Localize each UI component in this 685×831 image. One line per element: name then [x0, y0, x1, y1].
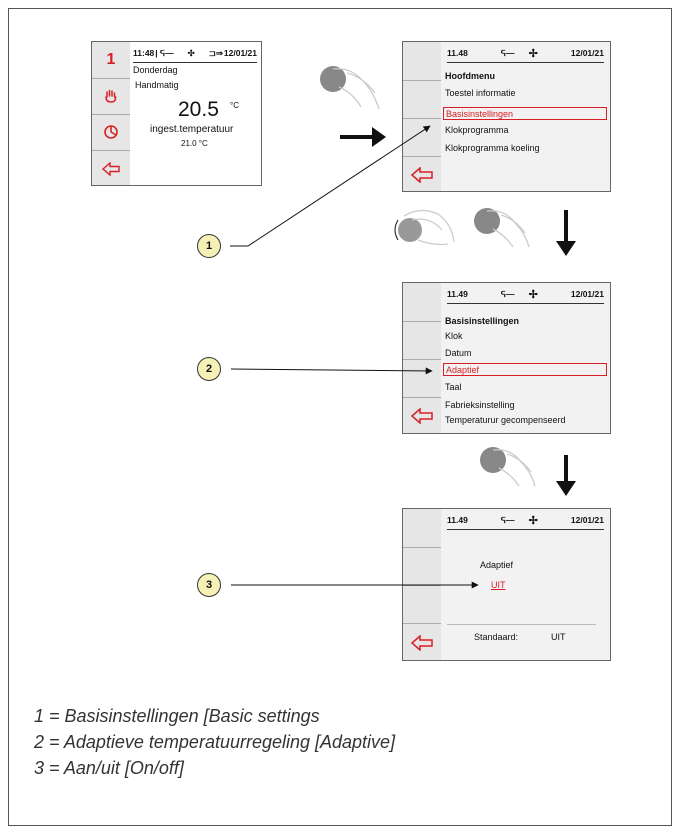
- status-date: 12/01/21: [223, 48, 257, 58]
- step-arrow-right: [340, 127, 386, 147]
- connection-icon: ᕋ—: [500, 514, 515, 525]
- status-time: 11.49: [447, 289, 468, 299]
- menu-item-fabrieksinstelling[interactable]: Fabrieksinstelling: [445, 400, 515, 410]
- menu-title: Hoofdmenu: [445, 71, 495, 81]
- side-button-1[interactable]: 1: [92, 42, 130, 79]
- step-arrow-down-1: [556, 210, 576, 256]
- press-knob-hand-icon-2: [474, 208, 530, 248]
- callout-2: 2: [197, 357, 221, 381]
- callout-3: 3: [197, 573, 221, 597]
- menu-item-toestel-informatie[interactable]: Toestel informatie: [445, 88, 516, 98]
- legend-item-3: 3 = Aan/uit [On/off]: [34, 758, 184, 778]
- connection-icon: | ᕋ—: [155, 47, 174, 58]
- setpoint-value: 21.0 °C: [181, 139, 208, 148]
- status-bar: 11.48 ᕋ— ✢ 12/01/21: [447, 44, 604, 63]
- default-divider: [447, 624, 596, 625]
- status-date: 12/01/21: [570, 515, 604, 525]
- status-date: 12/01/21: [570, 48, 604, 58]
- fan-icon: ✢: [528, 47, 538, 60]
- mode-text: Handmatig: [135, 80, 179, 90]
- menu-item-klokprogramma-koeling[interactable]: Klokprogramma koeling: [445, 143, 540, 153]
- clock-program-icon: [104, 125, 118, 139]
- side-button-back[interactable]: [403, 623, 441, 660]
- temperature-unit: °C: [230, 101, 239, 110]
- side-button-back[interactable]: [92, 150, 130, 185]
- press-knob-hand-icon-1: [320, 66, 380, 110]
- connection-icon: ᕋ—: [500, 288, 515, 299]
- heating-icon: ⊐⇒: [208, 47, 223, 58]
- main-menu-screen: 11.48 ᕋ— ✢ 12/01/21 Hoofdmenu Toestel inf…: [402, 41, 611, 192]
- side-button-2[interactable]: [403, 321, 441, 360]
- temperature-value: 20.5: [178, 98, 219, 121]
- side-button-manual[interactable]: [92, 78, 130, 115]
- home-screen: 1 11:48 | ᕋ— ✣ ⊐⇒ 12/01/21: [91, 41, 262, 186]
- status-time: 11.48: [447, 48, 468, 58]
- callout-2-leader: [230, 367, 433, 375]
- side-button-1[interactable]: [403, 42, 441, 81]
- menu-item-datum[interactable]: Datum: [445, 348, 472, 358]
- fan-icon: ✢: [528, 514, 538, 527]
- side-button-back[interactable]: [403, 397, 441, 433]
- back-arrow-icon: [411, 166, 433, 183]
- basic-settings-screen: 11.49 ᕋ— ✢ 12/01/21 Basisinstellingen Klo…: [402, 282, 611, 434]
- setting-label: Adaptief: [480, 560, 514, 570]
- menu-item-klokprogramma[interactable]: Klokprogramma: [445, 125, 509, 135]
- menu-item-taal[interactable]: Taal: [445, 382, 462, 392]
- day-text: Donderdag: [133, 65, 178, 75]
- status-bar: 11.49 ᕋ— ✢ 12/01/21: [447, 511, 604, 530]
- setting-value[interactable]: UIT: [491, 580, 506, 590]
- menu-item-klok[interactable]: Klok: [445, 331, 463, 341]
- status-date: 12/01/21: [570, 289, 604, 299]
- status-time: 11.49: [447, 515, 468, 525]
- status-time: 11:48: [133, 48, 155, 58]
- side-button-column: 1: [92, 42, 131, 185]
- fan-icon: ✢: [528, 288, 538, 301]
- hand-icon: [105, 89, 117, 103]
- side-button-1[interactable]: [403, 283, 441, 322]
- number-one-label: 1: [106, 51, 116, 68]
- side-button-3[interactable]: [403, 359, 441, 398]
- temperature-label: ingest.temperatuur: [150, 124, 234, 135]
- fan-icon: ✣: [187, 47, 195, 58]
- status-bar: 11.49 ᕋ— ✢ 12/01/21: [447, 285, 604, 304]
- menu-title: Basisinstellingen: [445, 316, 520, 326]
- back-arrow-icon: [411, 408, 433, 424]
- side-button-3[interactable]: [403, 118, 441, 157]
- step-arrow-down-2: [556, 455, 576, 496]
- side-button-3[interactable]: [403, 585, 441, 624]
- press-knob-hand-icon-3: [480, 447, 536, 487]
- back-arrow-icon: [411, 634, 433, 651]
- menu-item-basisinstellingen[interactable]: Basisinstellingen: [443, 107, 607, 120]
- callout-1-leader: [230, 125, 431, 247]
- legend-item-1: 1 = Basisinstellingen [Basic settings: [34, 706, 320, 726]
- menu-item-adaptief[interactable]: Adaptief: [443, 363, 607, 376]
- side-button-1[interactable]: [403, 509, 441, 548]
- default-value: UIT: [551, 632, 566, 642]
- side-button-2[interactable]: [403, 80, 441, 119]
- menu-item-temperatuur-gecompenseerd[interactable]: Temperaturur gecompenseerd: [445, 415, 566, 425]
- default-label: Standaard:: [474, 632, 519, 642]
- side-button-back[interactable]: [403, 156, 441, 191]
- connection-icon: ᕋ—: [500, 47, 515, 58]
- diagram-frame: [8, 8, 672, 826]
- legend-item-2: 2 = Adaptieve temperatuurregeling [Adapt…: [34, 732, 396, 752]
- rotate-knob-hand-icon: [394, 209, 455, 246]
- side-button-clock-program[interactable]: [92, 114, 130, 151]
- back-arrow-icon: [102, 161, 120, 176]
- callout-1: 1: [197, 234, 221, 258]
- status-bar: 11:48 | ᕋ— ✣ ⊐⇒ 12/01/21: [133, 44, 257, 63]
